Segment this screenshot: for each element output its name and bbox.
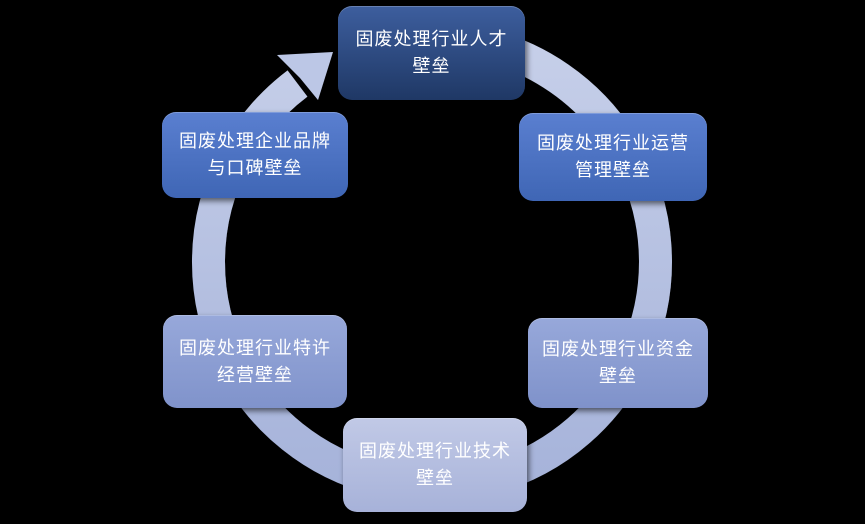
- node-label-line2: 与口碑壁垒: [207, 158, 303, 178]
- node-label-line2: 经营壁垒: [217, 364, 293, 385]
- node-label-line2: 壁垒: [416, 468, 454, 488]
- node-label-line1: 固废处理企业品牌: [179, 131, 331, 151]
- node-label-line1: 固废处理行业特许: [179, 337, 331, 358]
- node-label-line1: 固废处理行业运营: [537, 133, 689, 153]
- cycle-node-operation-management: 固废处理行业运营 管理壁垒: [519, 113, 707, 201]
- cycle-node-capital: 固废处理行业资金 壁垒: [528, 318, 708, 408]
- node-label-line1: 固废处理行业人才: [355, 29, 508, 49]
- cycle-node-talent: 固废处理行业人才 壁垒: [338, 6, 525, 100]
- cycle-node-franchise: 固废处理行业特许 经营壁垒: [163, 315, 347, 408]
- node-label-line2: 壁垒: [412, 56, 451, 76]
- node-label-line1: 固废处理行业技术: [359, 441, 511, 461]
- node-label-line2: 壁垒: [599, 366, 637, 386]
- cycle-node-technology: 固废处理行业技术 壁垒: [343, 418, 527, 512]
- node-label-line1: 固废处理行业资金: [542, 339, 694, 359]
- cycle-arrowhead-icon: [277, 52, 333, 100]
- node-label-line2: 管理壁垒: [575, 160, 651, 180]
- cycle-node-brand-reputation: 固废处理企业品牌 与口碑壁垒: [162, 112, 348, 198]
